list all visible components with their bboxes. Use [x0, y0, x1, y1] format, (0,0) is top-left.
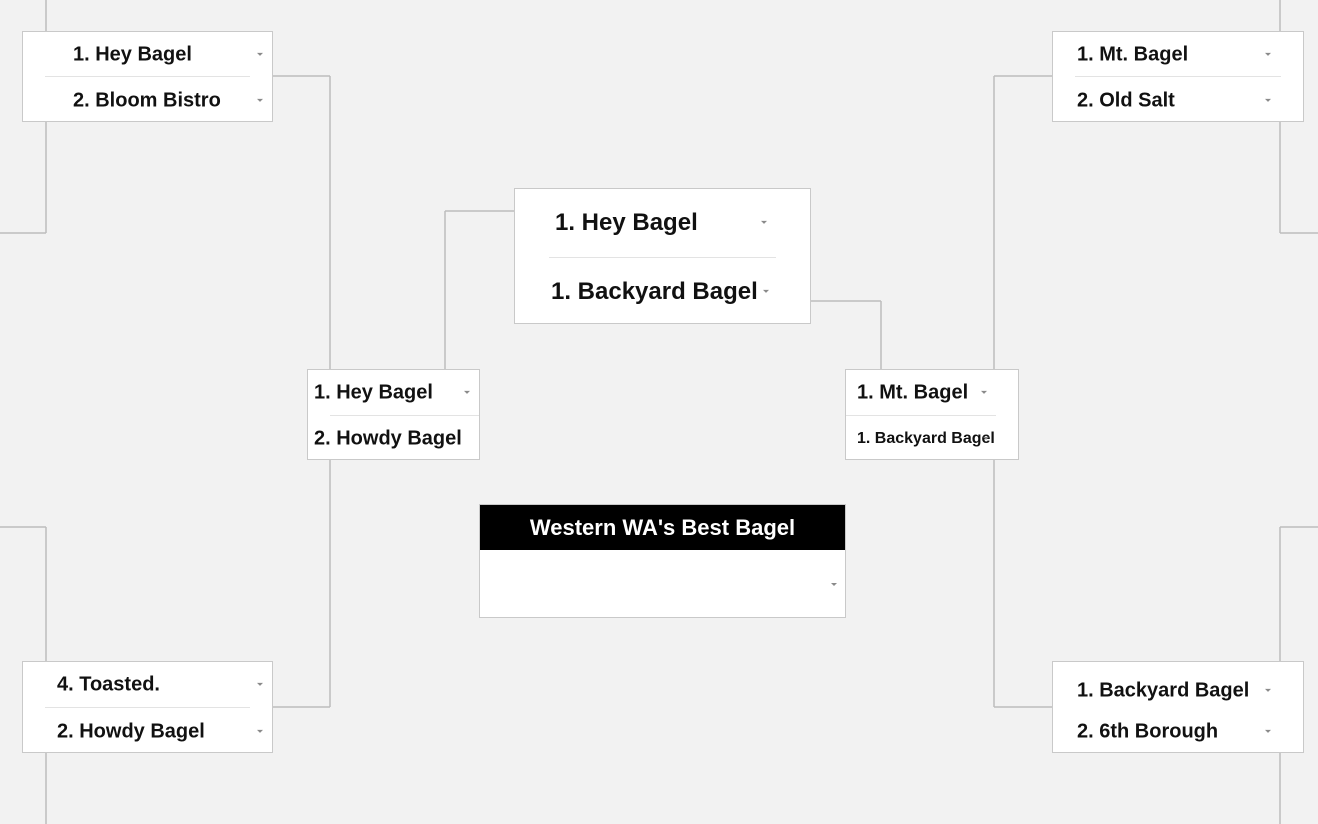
caret-down-icon[interactable]: [1265, 688, 1271, 692]
caret-down-icon[interactable]: [763, 289, 769, 293]
team-name: 1. Hey Bagel: [73, 43, 192, 65]
team-select-slot-1[interactable]: 1. Hey Bagel: [308, 370, 479, 415]
team-name: 1. Mt. Bagel: [857, 381, 969, 403]
matchup-right-top: 1. Mt. Bagel 2. Old Salt: [1052, 31, 1304, 122]
slot-divider: [549, 257, 776, 258]
slot-divider: [330, 415, 479, 416]
slot-divider: [45, 707, 250, 708]
caret-down-icon[interactable]: [257, 52, 263, 56]
team-select-slot-2[interactable]: 1. Backyard Bagel: [846, 417, 1018, 461]
matchup-right-bottom: 1. Backyard Bagel 2. 6th Borough: [1052, 661, 1304, 753]
team-select-slot-2[interactable]: 2. Bloom Bistro: [23, 78, 272, 123]
matchup-left-bottom: 4. Toasted. 2. Howdy Bagel: [22, 661, 273, 753]
team-name: 2. Howdy Bagel: [314, 427, 462, 450]
caret-down-icon[interactable]: [257, 729, 263, 733]
caret-down-icon[interactable]: [983, 436, 989, 440]
team-select-slot-2[interactable]: 2. Howdy Bagel: [308, 417, 479, 461]
team-name: 1. Mt. Bagel: [1077, 43, 1189, 65]
caret-down-icon[interactable]: [831, 583, 837, 586]
caret-down-icon[interactable]: [257, 98, 263, 102]
caret-down-icon[interactable]: [1265, 98, 1271, 102]
matchup-left-top: 1. Hey Bagel 2. Bloom Bistro: [22, 31, 273, 122]
team-name: 2. 6th Borough: [1077, 720, 1219, 743]
team-name: 2. Howdy Bagel: [57, 720, 205, 742]
caret-down-icon[interactable]: [981, 390, 987, 394]
team-select-slot-2[interactable]: 1. Backyard Bagel: [515, 259, 810, 325]
slot-divider: [45, 76, 250, 77]
team-select-slot-2[interactable]: 2. 6th Borough: [1053, 712, 1303, 752]
champion-box: Western WA's Best Bagel: [479, 504, 846, 618]
team-select-slot-1[interactable]: 1. Mt. Bagel: [846, 370, 1018, 415]
team-name: 2. Old Salt: [1077, 89, 1175, 111]
slot-divider: [1075, 76, 1281, 77]
team-select-slot-1[interactable]: 4. Toasted.: [23, 662, 272, 707]
team-name: 2. Bloom Bistro: [73, 89, 221, 111]
team-name: 1. Backyard Bagel: [857, 430, 995, 447]
team-name: 1. Backyard Bagel: [551, 278, 758, 305]
caret-down-icon[interactable]: [761, 220, 767, 224]
caret-down-icon[interactable]: [1265, 729, 1271, 733]
team-select-slot-2[interactable]: 2. Old Salt: [1053, 78, 1303, 123]
team-select-slot-1[interactable]: 1. Mt. Bagel: [1053, 32, 1303, 77]
team-name: 4. Toasted.: [57, 673, 160, 695]
caret-down-icon[interactable]: [257, 682, 263, 686]
slot-divider: [846, 415, 996, 416]
team-select-slot-1[interactable]: 1. Hey Bagel: [515, 189, 810, 257]
team-name: 1. Hey Bagel: [555, 209, 698, 236]
matchup-left-semi: 1. Hey Bagel 2. Howdy Bagel: [307, 369, 480, 460]
caret-down-icon[interactable]: [464, 390, 470, 394]
matchup-right-semi: 1. Mt. Bagel 1. Backyard Bagel: [845, 369, 1019, 460]
champion-select[interactable]: [480, 551, 845, 618]
team-name: 1. Hey Bagel: [314, 381, 433, 403]
team-select-slot-2[interactable]: 2. Howdy Bagel: [23, 709, 272, 754]
team-select-slot-1[interactable]: 1. Hey Bagel: [23, 32, 272, 77]
caret-down-icon[interactable]: [1265, 52, 1271, 56]
matchup-final: 1. Hey Bagel 1. Backyard Bagel: [514, 188, 811, 324]
champion-title: Western WA's Best Bagel: [480, 505, 845, 550]
team-name: 1. Backyard Bagel: [1077, 679, 1250, 701]
team-select-slot-1[interactable]: 1. Backyard Bagel: [1053, 662, 1303, 719]
